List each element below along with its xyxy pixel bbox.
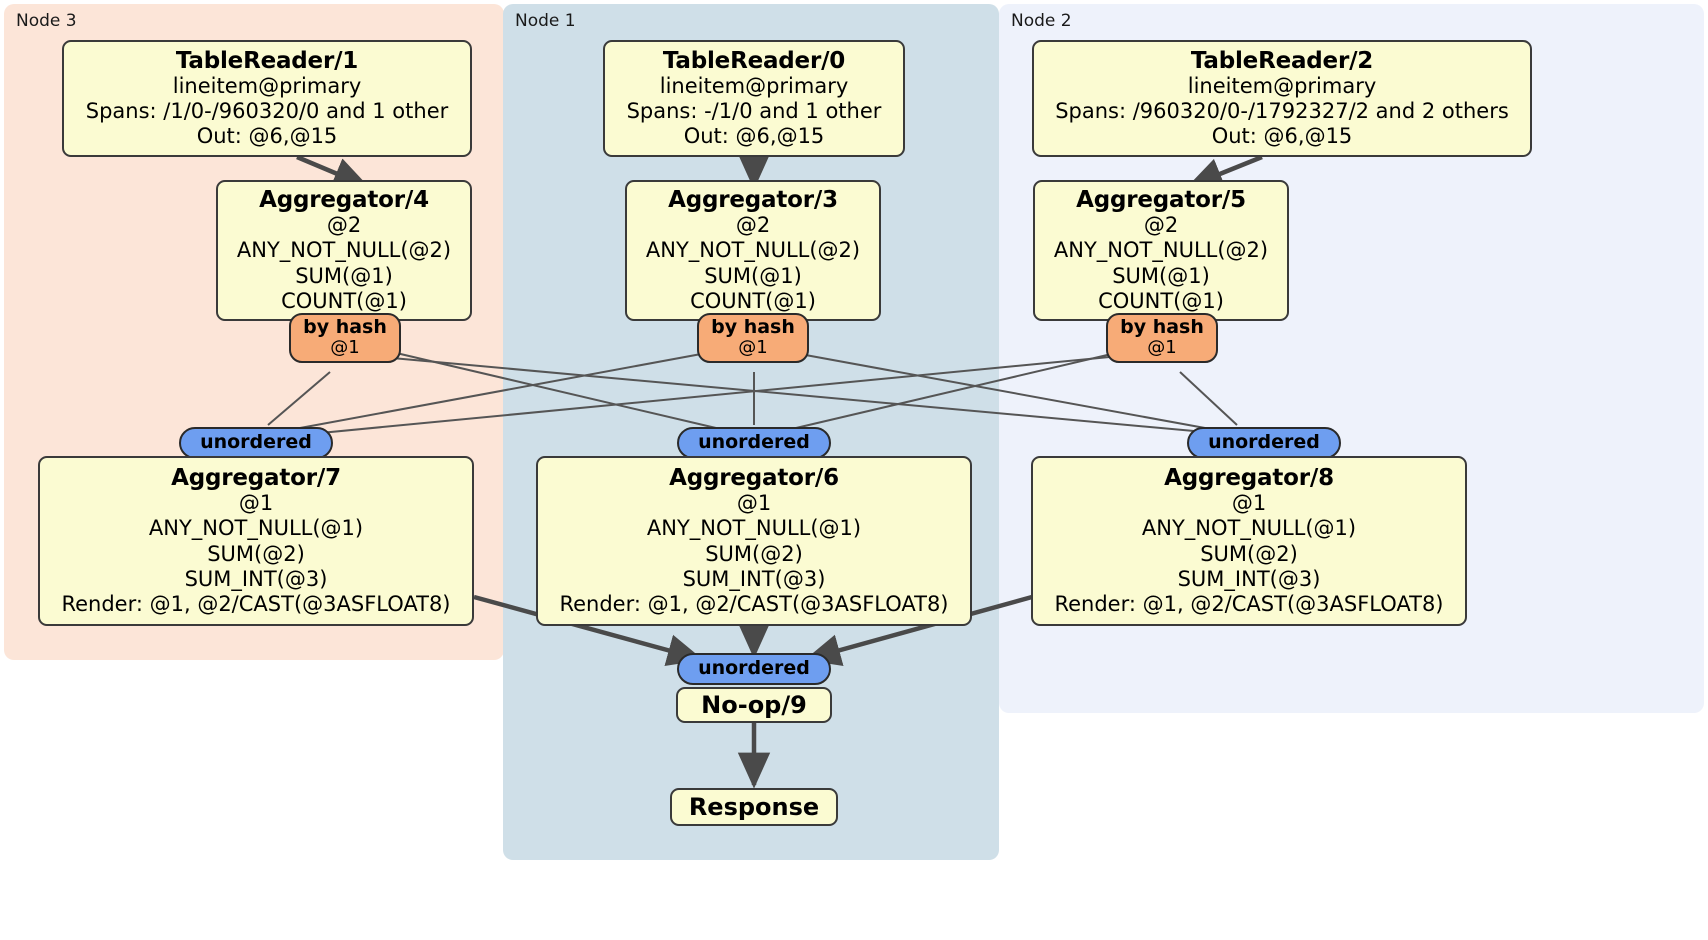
processor-title: Aggregator/8 xyxy=(1164,464,1334,491)
processor-title: TableReader/1 xyxy=(175,47,359,74)
processor-line: ANY_NOT_NULL(@2) xyxy=(236,238,452,263)
processor-title: Aggregator/5 xyxy=(1076,187,1246,214)
processor-line: SUM(@2) xyxy=(705,541,803,566)
router-by-hash-center[interactable]: by hash @1 xyxy=(697,313,809,363)
processor-aggregator-7[interactable]: Aggregator/7 @1 ANY_NOT_NULL(@1) SUM(@2)… xyxy=(38,456,474,626)
processor-line: Spans: /960320/0-/1792327/2 and 2 others xyxy=(1055,99,1509,124)
processor-line: @2 xyxy=(735,213,771,238)
router-sublabel: @1 xyxy=(738,337,768,359)
synchronizer-label: unordered xyxy=(698,431,810,454)
processor-line: SUM_INT(@3) xyxy=(1177,566,1321,591)
router-by-hash-right[interactable]: by hash @1 xyxy=(1106,313,1218,363)
processor-title: Aggregator/6 xyxy=(669,464,839,491)
processor-line: Out: @6,@15 xyxy=(196,124,338,149)
processor-line: @1 xyxy=(1231,491,1267,516)
processor-line: SUM(@1) xyxy=(704,263,802,288)
router-sublabel: @1 xyxy=(330,337,360,359)
processor-line: @1 xyxy=(238,491,274,516)
router-label: by hash xyxy=(1120,316,1204,339)
processor-title: No-op/9 xyxy=(701,691,807,719)
processor-tablereader-1[interactable]: TableReader/1 lineitem@primary Spans: /1… xyxy=(62,40,472,157)
synchronizer-unordered-final[interactable]: unordered xyxy=(677,653,831,685)
synchronizer-unordered-right[interactable]: unordered xyxy=(1187,427,1341,459)
processor-noop-9[interactable]: No-op/9 xyxy=(676,687,832,723)
processor-tablereader-2[interactable]: TableReader/2 lineitem@primary Spans: /9… xyxy=(1032,40,1532,157)
synchronizer-label: unordered xyxy=(200,431,312,454)
processor-line: lineitem@primary xyxy=(1187,73,1377,98)
processor-line: COUNT(@1) xyxy=(281,288,407,313)
processor-title: Aggregator/4 xyxy=(259,187,429,214)
processor-title: TableReader/2 xyxy=(1190,47,1374,74)
processor-line: Render: @1, @2/CAST(@3ASFLOAT8) xyxy=(559,591,949,616)
processor-title: Response xyxy=(688,793,820,821)
node-panel-label-node1: Node 1 xyxy=(515,11,576,31)
processor-tablereader-0[interactable]: TableReader/0 lineitem@primary Spans: -/… xyxy=(603,40,905,157)
processor-aggregator-5[interactable]: Aggregator/5 @2 ANY_NOT_NULL(@2) SUM(@1)… xyxy=(1033,180,1289,321)
processor-title: TableReader/0 xyxy=(662,47,846,74)
processor-line: @2 xyxy=(1143,213,1179,238)
router-sublabel: @1 xyxy=(1147,337,1177,359)
router-by-hash-left[interactable]: by hash @1 xyxy=(289,313,401,363)
processor-line: SUM_INT(@3) xyxy=(682,566,826,591)
processor-title: Aggregator/3 xyxy=(668,187,838,214)
processor-line: @1 xyxy=(736,491,772,516)
processor-line: SUM(@2) xyxy=(1200,541,1298,566)
router-label: by hash xyxy=(711,316,795,339)
processor-line: ANY_NOT_NULL(@2) xyxy=(645,238,861,263)
processor-title: Aggregator/7 xyxy=(171,464,341,491)
processor-line: ANY_NOT_NULL(@1) xyxy=(1141,516,1357,541)
processor-line: Render: @1, @2/CAST(@3ASFLOAT8) xyxy=(1054,591,1444,616)
processor-line: ANY_NOT_NULL(@1) xyxy=(148,516,364,541)
synchronizer-unordered-center[interactable]: unordered xyxy=(677,427,831,459)
processor-aggregator-8[interactable]: Aggregator/8 @1 ANY_NOT_NULL(@1) SUM(@2)… xyxy=(1031,456,1467,626)
processor-aggregator-3[interactable]: Aggregator/3 @2 ANY_NOT_NULL(@2) SUM(@1)… xyxy=(625,180,881,321)
processor-line: lineitem@primary xyxy=(172,73,362,98)
node-panel-label-node3: Node 3 xyxy=(16,11,77,31)
processor-aggregator-4[interactable]: Aggregator/4 @2 ANY_NOT_NULL(@2) SUM(@1)… xyxy=(216,180,472,321)
processor-line: ANY_NOT_NULL(@1) xyxy=(646,516,862,541)
synchronizer-label: unordered xyxy=(1208,431,1320,454)
processor-line: SUM(@1) xyxy=(1112,263,1210,288)
processor-line: SUM_INT(@3) xyxy=(184,566,328,591)
synchronizer-label: unordered xyxy=(698,657,810,680)
processor-line: Spans: -/1/0 and 1 other xyxy=(626,99,882,124)
processor-aggregator-6[interactable]: Aggregator/6 @1 ANY_NOT_NULL(@1) SUM(@2)… xyxy=(536,456,972,626)
processor-response[interactable]: Response xyxy=(670,788,838,826)
processor-line: SUM(@2) xyxy=(207,541,305,566)
processor-line: Spans: /1/0-/960320/0 and 1 other xyxy=(85,99,449,124)
processor-line: Render: @1, @2/CAST(@3ASFLOAT8) xyxy=(61,591,451,616)
processor-line: @2 xyxy=(326,213,362,238)
node-panel-label-node2: Node 2 xyxy=(1011,11,1072,31)
processor-line: COUNT(@1) xyxy=(690,288,816,313)
processor-line: COUNT(@1) xyxy=(1098,288,1224,313)
processor-line: Out: @6,@15 xyxy=(683,124,825,149)
processor-line: Out: @6,@15 xyxy=(1211,124,1353,149)
processor-line: ANY_NOT_NULL(@2) xyxy=(1053,238,1269,263)
synchronizer-unordered-left[interactable]: unordered xyxy=(179,427,333,459)
processor-line: SUM(@1) xyxy=(295,263,393,288)
router-label: by hash xyxy=(303,316,387,339)
processor-line: lineitem@primary xyxy=(659,73,849,98)
